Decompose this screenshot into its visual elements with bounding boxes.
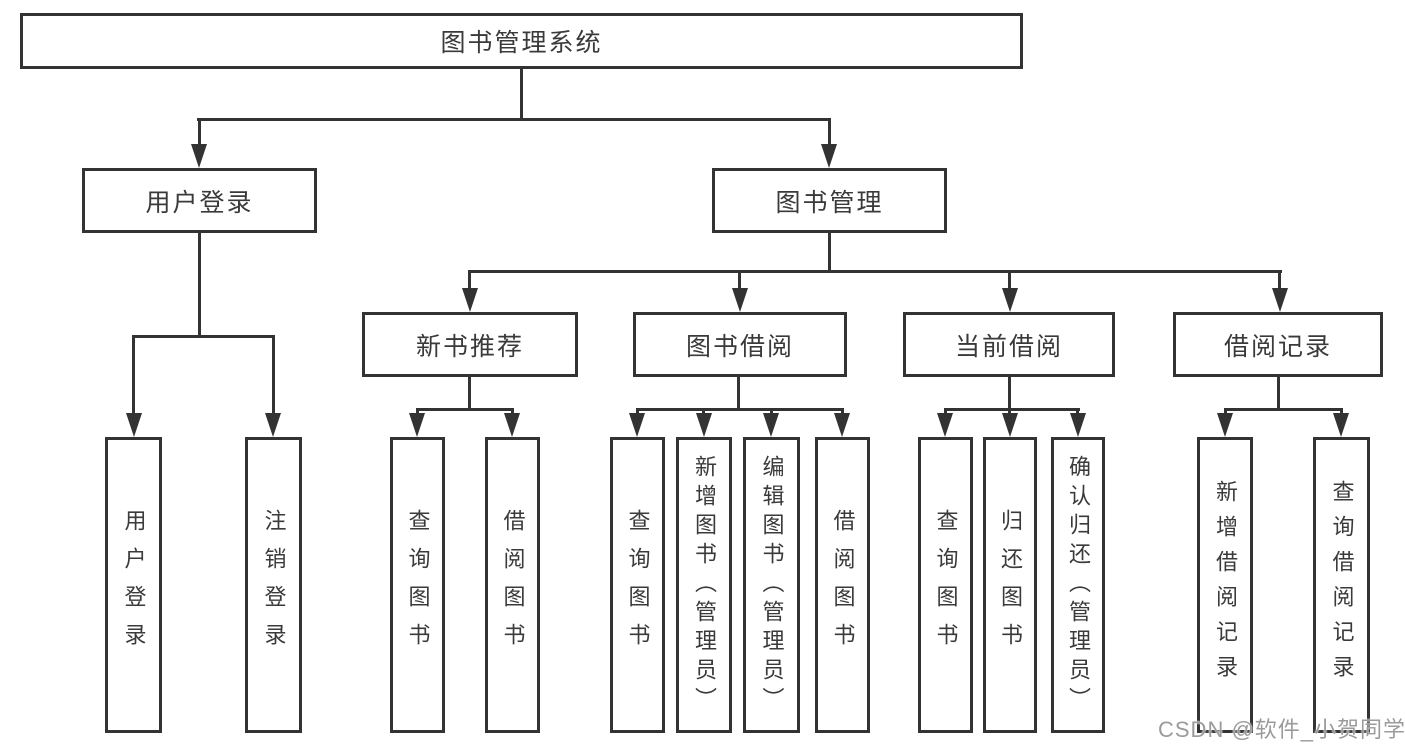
node-root: 图书管理系统 <box>20 13 1023 69</box>
leaf-query-books-borrow-label: 查询图书 <box>625 509 651 661</box>
leaf-query-books-current: 查询图书 <box>918 437 973 733</box>
leaf-query-books-current-label: 查询图书 <box>933 509 959 661</box>
arrowhead-down-icon <box>834 413 850 437</box>
node-root-label: 图书管理系统 <box>440 29 603 57</box>
connector-borrow-record-branch <box>1224 408 1343 411</box>
leaf-edit-books-admin-label: 编辑图书（管理员） <box>759 454 785 716</box>
node-book-borrow: 图书借阅 <box>633 312 847 377</box>
leaf-query-books-recommend-label: 查询图书 <box>405 509 431 661</box>
connector-stem-book-borrow <box>738 270 741 290</box>
leaf-query-books-recommend: 查询图书 <box>390 437 445 733</box>
arrowhead-down-icon <box>126 413 142 437</box>
arrowhead-down-icon <box>409 413 425 437</box>
connector-book-borrow-stub <box>737 377 740 408</box>
leaf-logout: 注销登录 <box>245 437 302 733</box>
arrowhead-down-icon <box>265 413 281 437</box>
node-current-borrow: 当前借阅 <box>903 312 1115 377</box>
connector-borrow-record-stub <box>1277 377 1280 408</box>
leaf-return-books-label: 归还图书 <box>998 509 1023 661</box>
arrowhead-down-icon <box>1217 413 1233 437</box>
connector-new-book-stub <box>468 377 471 408</box>
node-user-login-label: 用户登录 <box>145 188 254 217</box>
arrowhead-down-icon <box>1002 413 1018 437</box>
arrowhead-down-icon <box>763 413 779 437</box>
node-new-book-recommend: 新书推荐 <box>362 312 578 377</box>
arrowhead-down-icon <box>696 413 712 437</box>
arrowhead-down-icon <box>1070 413 1086 437</box>
connector-root-stub <box>520 69 523 118</box>
leaf-confirm-return-admin-label: 确认归还（管理员） <box>1066 454 1091 716</box>
connector-new-book-branch <box>416 408 514 411</box>
leaf-borrow-books-recommend: 借阅图书 <box>485 437 540 733</box>
connector-stem-book-management <box>828 118 831 148</box>
leaf-query-books-borrow: 查询图书 <box>610 437 665 733</box>
arrowhead-down-icon <box>462 288 478 312</box>
arrowhead-down-icon <box>1333 413 1349 437</box>
connector-user-login-stub <box>198 233 201 335</box>
arrowhead-down-icon <box>629 413 645 437</box>
connector-current-borrow-branch <box>944 408 1080 411</box>
arrowhead-down-icon <box>732 288 748 312</box>
arrowhead-down-icon <box>1272 288 1288 312</box>
connector-book-borrow-branch <box>636 408 843 411</box>
connector-stem-borrow-record <box>1278 270 1281 290</box>
arrowhead-down-icon <box>191 144 207 168</box>
leaf-return-books: 归还图书 <box>983 437 1037 733</box>
arrowhead-down-icon <box>1002 288 1018 312</box>
leaf-add-borrow-record-label: 新增借阅记录 <box>1213 480 1238 690</box>
connector-stem-leaf-user-login <box>132 335 135 415</box>
node-new-book-recommend-label: 新书推荐 <box>415 332 524 361</box>
leaf-borrow-books-borrow: 借阅图书 <box>815 437 870 733</box>
connector-current-borrow-stub <box>1008 377 1011 408</box>
node-user-login: 用户登录 <box>82 168 317 233</box>
leaf-add-borrow-record: 新增借阅记录 <box>1197 437 1253 733</box>
leaf-query-borrow-record: 查询借阅记录 <box>1313 437 1370 733</box>
node-book-borrow-label: 图书借阅 <box>685 332 794 361</box>
connector-book-management-stub <box>828 233 831 270</box>
csdn-watermark: CSDN @软件_小贺同学 <box>1158 717 1405 742</box>
node-borrow-record-label: 借阅记录 <box>1223 332 1332 361</box>
leaf-add-books-admin: 新增图书（管理员） <box>676 437 732 733</box>
leaf-add-books-admin-label: 新增图书（管理员） <box>692 454 717 716</box>
connector-book-management-branch <box>468 270 1282 273</box>
connector-user-login-branch <box>132 335 275 338</box>
connector-stem-current-borrow <box>1008 270 1011 290</box>
connector-stem-new-book <box>468 270 471 290</box>
connector-root-branch <box>197 118 831 121</box>
connector-stem-user-login <box>198 118 201 148</box>
node-borrow-record: 借阅记录 <box>1173 312 1383 377</box>
leaf-borrow-books-borrow-label: 借阅图书 <box>830 509 856 661</box>
connector-stem-leaf-logout <box>272 335 275 415</box>
arrowhead-down-icon <box>504 413 520 437</box>
node-book-management-label: 图书管理 <box>775 188 884 217</box>
node-current-borrow-label: 当前借阅 <box>954 332 1063 361</box>
leaf-logout-label: 注销登录 <box>261 509 287 661</box>
node-book-management: 图书管理 <box>712 168 947 233</box>
leaf-edit-books-admin: 编辑图书（管理员） <box>743 437 800 733</box>
leaf-query-borrow-record-label: 查询借阅记录 <box>1329 480 1355 690</box>
arrowhead-down-icon <box>821 144 837 168</box>
arrowhead-down-icon <box>937 413 953 437</box>
leaf-user-login-label: 用户登录 <box>121 509 147 661</box>
leaf-user-login: 用户登录 <box>105 437 162 733</box>
leaf-borrow-books-recommend-label: 借阅图书 <box>500 509 526 661</box>
leaf-confirm-return-admin: 确认归还（管理员） <box>1051 437 1105 733</box>
